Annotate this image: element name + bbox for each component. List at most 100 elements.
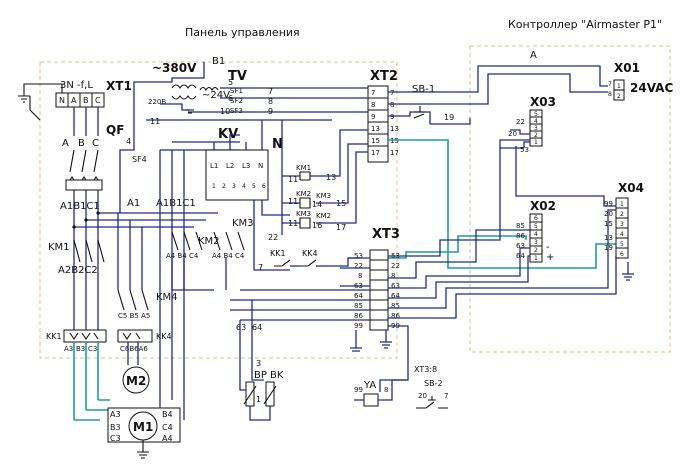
a-bus-label: A — [530, 50, 537, 61]
controller-title: Контроллер "Airmaster P1" — [508, 18, 662, 31]
kv-6: 6 — [262, 183, 266, 190]
kk4-label: KK4 — [156, 332, 172, 341]
x02-63: 63 — [516, 242, 525, 250]
wire-13: 13 — [326, 173, 336, 182]
xt3-l-7: 99 — [354, 322, 363, 330]
m1-label: M1 — [133, 420, 153, 434]
ya-99: 99 — [354, 386, 363, 394]
wire-63 — [388, 247, 530, 289]
m2-label: M2 — [126, 374, 146, 388]
x02-p6: 6 — [534, 215, 538, 222]
xt2-l-0: 7 — [371, 89, 375, 97]
wire-85 — [388, 209, 616, 309]
wire-64 — [388, 255, 530, 299]
m1-leads-b — [74, 399, 112, 421]
kv-n-label: N — [272, 137, 283, 152]
x02-p4: 4 — [534, 231, 538, 238]
xt3-l-6: 86 — [354, 312, 363, 320]
xt2-l-4: 15 — [371, 137, 380, 145]
x03-connector — [529, 109, 543, 147]
x03-p2: 2 — [534, 132, 538, 139]
a4b4c4-2-label: A4 B4 C4 — [212, 252, 245, 260]
wire-86 — [388, 256, 617, 319]
wire-11c: 11 — [288, 197, 298, 206]
wire-8: 8 — [268, 97, 273, 106]
xt3-r-3: 63 — [391, 282, 400, 290]
sf2-label: SF2 — [230, 97, 243, 105]
x02-p2: 2 — [534, 247, 538, 254]
km3-contact: KM3 — [316, 192, 331, 200]
xt3-label: XT3 — [372, 227, 400, 242]
kk1-block — [63, 329, 107, 343]
v24ac-label: 24VAC — [630, 81, 673, 95]
xt3-ground-2-icon — [350, 330, 362, 352]
km4-label: KM4 — [156, 292, 178, 303]
kk4-block — [117, 329, 153, 343]
phase-c-label: C — [92, 138, 99, 149]
xt3-r-4: 64 — [391, 292, 400, 300]
green-link-22 — [388, 235, 527, 259]
km1-label: KM1 — [48, 242, 70, 253]
xt2-r-4: 15 — [390, 137, 399, 145]
xt3-ground-icon — [380, 330, 392, 349]
x04-20: 20 — [604, 210, 613, 218]
ya-valve — [363, 393, 379, 407]
a1-label: A1 — [127, 198, 140, 209]
bp-sensor — [245, 381, 255, 407]
wire-99 — [379, 325, 409, 392]
wire-16: 16 — [312, 221, 322, 230]
kk-contacts — [274, 259, 317, 267]
terminal-n: N — [59, 96, 65, 105]
kv-3: 3 — [232, 183, 236, 190]
xt3-l-5: 85 — [354, 302, 363, 310]
wire-10: 10 — [220, 107, 230, 116]
v220-label: 220B — [148, 98, 166, 106]
b3-label: B3 — [76, 345, 85, 353]
ground-icon — [18, 83, 63, 103]
x02-p1: 1 — [534, 255, 538, 262]
a1b1c1-2-label: A1B1C1 — [156, 198, 196, 209]
xt2-r-2: 9 — [390, 113, 394, 121]
secondary-label: ~24V — [202, 90, 230, 101]
wire-19: 19 — [444, 113, 454, 122]
wire-5: 5 — [228, 78, 233, 87]
wire-4: 4 — [126, 137, 131, 146]
km2-coil: KM2 — [296, 190, 311, 198]
ya-label: YA — [363, 380, 376, 391]
wire-8b — [388, 229, 530, 279]
sb1-switch — [388, 111, 431, 124]
x03-p3: 3 — [534, 125, 538, 132]
x04-13: 13 — [604, 234, 613, 242]
m1-leads — [73, 342, 99, 420]
x02-plus: + — [546, 252, 554, 263]
km2-contact: KM2 — [316, 212, 331, 220]
kv-label: KV — [218, 127, 238, 142]
km3-coil: KM3 — [296, 210, 311, 218]
km3-label: KM3 — [232, 218, 254, 229]
m1-a4: A4 — [162, 434, 173, 443]
kv-l3: L3 — [242, 162, 250, 170]
x01-pin1: 1 — [617, 83, 621, 90]
xt2-r-5: 17 — [390, 149, 399, 157]
m1-c4: C4 — [162, 423, 173, 432]
control-panel-outline — [39, 61, 398, 359]
xt3-l-0: 53 — [354, 252, 363, 260]
x01-label: X01 — [614, 61, 640, 75]
wire-64-label: 64 — [252, 323, 262, 332]
sb2-7: 7 — [444, 392, 448, 400]
x02-86: 86 — [516, 232, 525, 240]
terminal-c: C — [95, 96, 101, 105]
x04-99: 99 — [604, 200, 613, 208]
xt1-label: XT1 — [106, 79, 132, 93]
x04-p1: 1 — [620, 201, 624, 208]
m1-a3: A3 — [110, 410, 121, 419]
x04-p4: 4 — [620, 231, 624, 238]
motor-m2 — [122, 366, 150, 394]
a2b2c2-label: A2B2C2 — [58, 265, 98, 276]
control-panel-title: Панель управления — [185, 26, 300, 39]
x02-label: X02 — [530, 199, 556, 213]
km1-coil: KM1 — [296, 164, 311, 172]
sf1-label: SF1 — [230, 87, 243, 95]
kv-1: 1 — [212, 183, 216, 190]
wire-14: 14 — [312, 200, 322, 209]
